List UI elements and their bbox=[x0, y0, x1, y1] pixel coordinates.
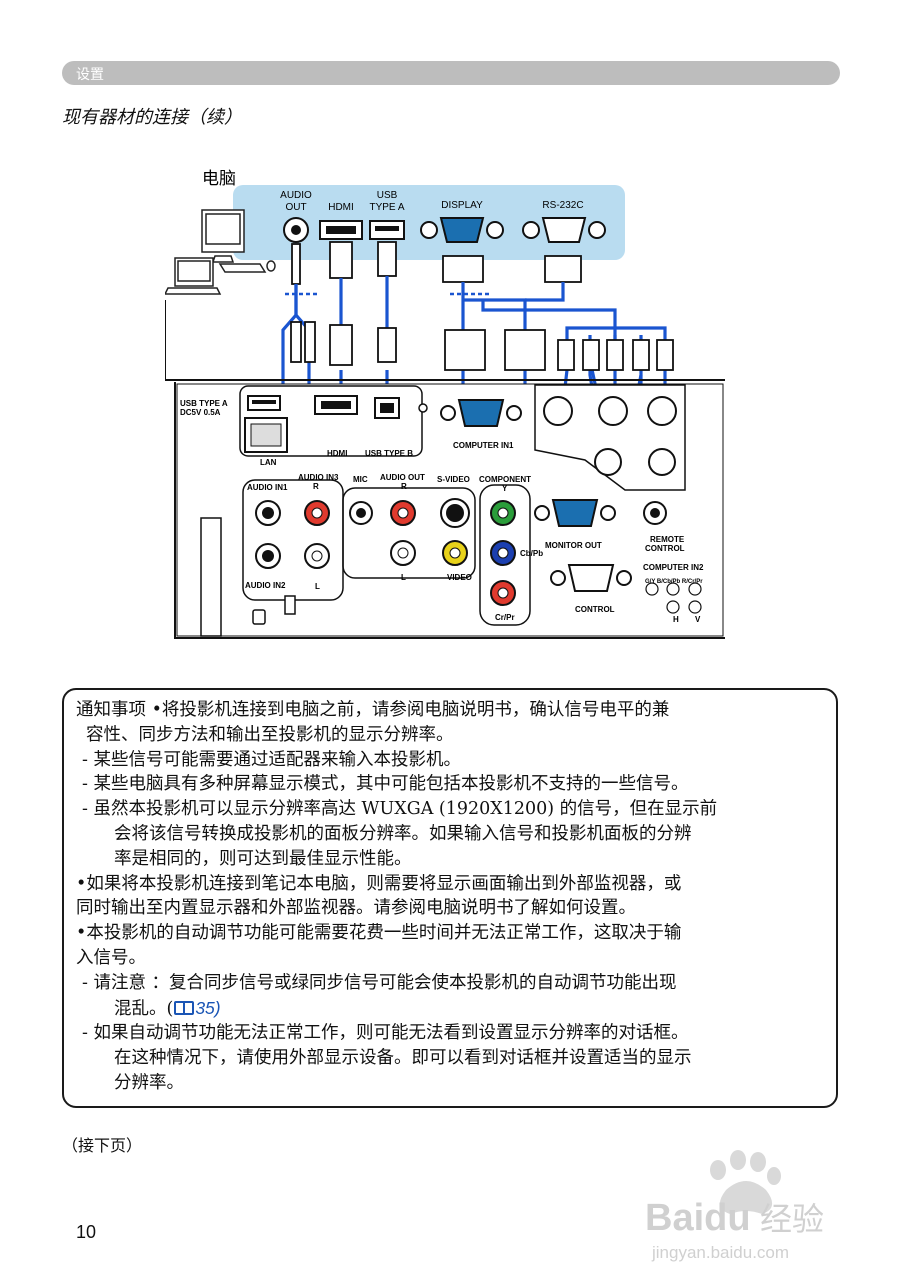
section-header-bar: 设置 bbox=[62, 61, 840, 85]
proj-audio-out-label: AUDIO OUT bbox=[380, 473, 425, 482]
page-ref-link[interactable]: 35) bbox=[195, 997, 221, 1018]
paw-logo-icon bbox=[710, 1150, 781, 1214]
proj-control-label: CONTROL bbox=[575, 605, 615, 614]
proj-monitor-out-port-icon bbox=[534, 499, 616, 527]
proj-component-cr-jack-icon bbox=[490, 580, 516, 606]
proj-usb-power-label: DC5V 0.5A bbox=[180, 408, 221, 417]
continued-label: （接下页） bbox=[62, 1136, 143, 1155]
notice-line-1: 通知事项 •将投影机连接到电脑之前，请参阅电脑说明书，确认信号电平的兼 bbox=[76, 700, 670, 720]
notice-line: •本投影机的自动调节功能可能需要花费一些时间并无法正常工作，这取决于输 bbox=[76, 923, 682, 944]
proj-audio-in2-jack-icon bbox=[255, 543, 281, 569]
proj-remote-label-2: CONTROL bbox=[645, 544, 685, 553]
pc-audio-out-label-2: OUT bbox=[285, 202, 306, 213]
pc-rs232c-label: RS-232C bbox=[542, 200, 583, 211]
proj-hdmi-port-icon bbox=[314, 395, 358, 415]
computer-icon bbox=[165, 209, 276, 295]
section-label: 设置 bbox=[76, 67, 104, 83]
proj-control-port-icon bbox=[550, 564, 632, 592]
notice-line: - 某些电脑具有多种屏幕显示模式，其中可能包括本投影机不支持的一些信号。 bbox=[82, 774, 689, 795]
proj-component-y-jack-icon bbox=[490, 500, 516, 526]
notice-line-ref: 混乱。(35) bbox=[114, 997, 221, 1019]
pc-hdmi-port-icon bbox=[319, 220, 363, 240]
pc-usb-port-icon bbox=[369, 220, 405, 240]
proj-audio-in3-r-jack-icon bbox=[304, 500, 330, 526]
pc-display-label: DISPLAY bbox=[441, 200, 483, 211]
proj-remote-label: REMOTE bbox=[650, 535, 685, 544]
notice-line: 入信号。 bbox=[76, 947, 146, 968]
pc-usb-label-2: TYPE A bbox=[369, 202, 404, 213]
notice-line: - 虽然本投影机可以显示分辨率高达 WUXGA (1920X1200) 的信号，… bbox=[82, 799, 718, 820]
notice-line: - 某些信号可能需要通过适配器来输入本投影机。 bbox=[82, 749, 461, 770]
proj-component-y-label: Y bbox=[502, 484, 508, 493]
notice-line: 在这种情况下，请使用外部显示设备。即可以看到对话框并设置适当的显示 bbox=[114, 1048, 692, 1069]
proj-video-jack-icon bbox=[442, 540, 468, 566]
proj-hdmi-label: HDMI bbox=[327, 449, 347, 458]
proj-computer-in1-port-icon bbox=[440, 399, 522, 427]
watermark-brand: Baidu bbox=[645, 1197, 751, 1239]
proj-audio-in3-l-jack-icon bbox=[304, 543, 330, 569]
notice-line: - 请注意 ：复合同步信号或绿同步信号可能会使本投影机的自动调节功能出现 bbox=[82, 972, 677, 993]
pc-hdmi-label: HDMI bbox=[328, 202, 354, 213]
proj-cb-pb-label: Cb/Pb bbox=[520, 549, 543, 558]
proj-usb-b-port-icon bbox=[374, 397, 400, 419]
proj-component-cb-jack-icon bbox=[490, 540, 516, 566]
proj-computer-in2-jacks-icon bbox=[543, 396, 702, 614]
kensington-lock-icon bbox=[252, 595, 296, 625]
proj-audio-in2-label: AUDIO IN2 bbox=[245, 581, 286, 590]
computer-label: 电脑 bbox=[202, 169, 236, 188]
proj-audio-in3-r-label: R bbox=[313, 482, 319, 491]
proj-audio-in1-label: AUDIO IN1 bbox=[247, 483, 288, 492]
proj-monitor-out-label: MONITOR OUT bbox=[545, 541, 602, 550]
proj-audio-in3-label: AUDIO IN3 bbox=[298, 473, 339, 482]
pc-usb-label: USB bbox=[377, 190, 398, 201]
proj-computer-in2-label: COMPUTER IN2 bbox=[643, 563, 704, 572]
proj-lan-label: LAN bbox=[260, 458, 277, 467]
proj-audio-in3-l-label: L bbox=[315, 582, 320, 591]
proj-component-label: COMPONENT bbox=[479, 475, 531, 484]
proj-audio-out-r-jack-icon bbox=[390, 500, 416, 526]
pc-audio-out-jack-icon bbox=[283, 217, 309, 243]
notice-line: 会将该信号转换成投影机的面板分辨率。如果输入信号和投影机面板的分辨 bbox=[114, 823, 692, 844]
proj-cr-pr-label: Cr/Pr bbox=[495, 613, 515, 622]
notice-line: 容性、同步方法和输出至投影机的显示分辨率。 bbox=[86, 724, 454, 745]
proj-in2-sub-label: G/Y B/Cb/Pb R/Cr/Pr bbox=[645, 579, 703, 585]
notice-line: 分辨率。 bbox=[114, 1072, 184, 1093]
pc-rs232c-port-icon bbox=[522, 217, 606, 243]
proj-mic-label: MIC bbox=[353, 475, 368, 484]
proj-audio-out-r-label: R bbox=[401, 482, 407, 491]
book-ref-icon bbox=[174, 1000, 195, 1015]
proj-usb-type-a-label: USB TYPE A bbox=[180, 399, 228, 408]
notice-heading: 通知事项 bbox=[76, 700, 146, 720]
proj-v-label: V bbox=[695, 615, 701, 624]
proj-audio-in1-jack-icon bbox=[255, 500, 281, 526]
proj-mic-jack-icon bbox=[349, 501, 373, 525]
proj-s-video-label: S-VIDEO bbox=[437, 475, 470, 484]
baidu-jingyan-watermark: Baidu 经验 jingyan.baidu.com bbox=[645, 1150, 824, 1262]
notice-line: 同时输出至内置显示器和外部监视器。请参阅电脑说明书了解如何设置。 bbox=[76, 898, 636, 919]
notice-line: •如果将本投影机连接到笔记本电脑，则需要将显示画面输出到外部监视器，或 bbox=[76, 873, 682, 894]
proj-lan-port-icon bbox=[244, 417, 288, 453]
proj-remote-control-jack-icon bbox=[643, 501, 667, 525]
proj-audio-out-l-label: L bbox=[401, 573, 406, 582]
page-number: 10 bbox=[76, 1222, 97, 1242]
proj-s-video-port-icon bbox=[440, 498, 470, 528]
proj-usb-a-port-icon bbox=[247, 395, 281, 411]
connection-diagram: 电脑 AUDIO OUT HDMI USB TYPE A DISPLAY RS-… bbox=[165, 169, 725, 639]
proj-video-label: VIDEO bbox=[447, 573, 472, 582]
pc-display-port-icon bbox=[420, 217, 504, 243]
watermark-url: jingyan.baidu.com bbox=[651, 1243, 789, 1262]
pc-audio-out-label: AUDIO bbox=[280, 190, 312, 201]
proj-h-label: H bbox=[673, 615, 679, 624]
proj-audio-out-l-jack-icon bbox=[390, 540, 416, 566]
proj-usb-type-b-label: USB TYPE B bbox=[365, 449, 413, 458]
notice-box: 通知事项 •将投影机连接到电脑之前，请参阅电脑说明书，确认信号电平的兼 容性、同… bbox=[62, 688, 838, 1108]
notice-line: - 如果自动调节功能无法正常工作，则可能无法看到设置显示分辨率的对话框。 bbox=[82, 1023, 689, 1044]
watermark-product: 经验 bbox=[760, 1200, 824, 1238]
notice-line: 率是相同的，则可达到最佳显示性能。 bbox=[114, 848, 412, 869]
section-title: 现有器材的连接（续） bbox=[62, 107, 242, 128]
proj-computer-in1-label: COMPUTER IN1 bbox=[453, 441, 514, 450]
